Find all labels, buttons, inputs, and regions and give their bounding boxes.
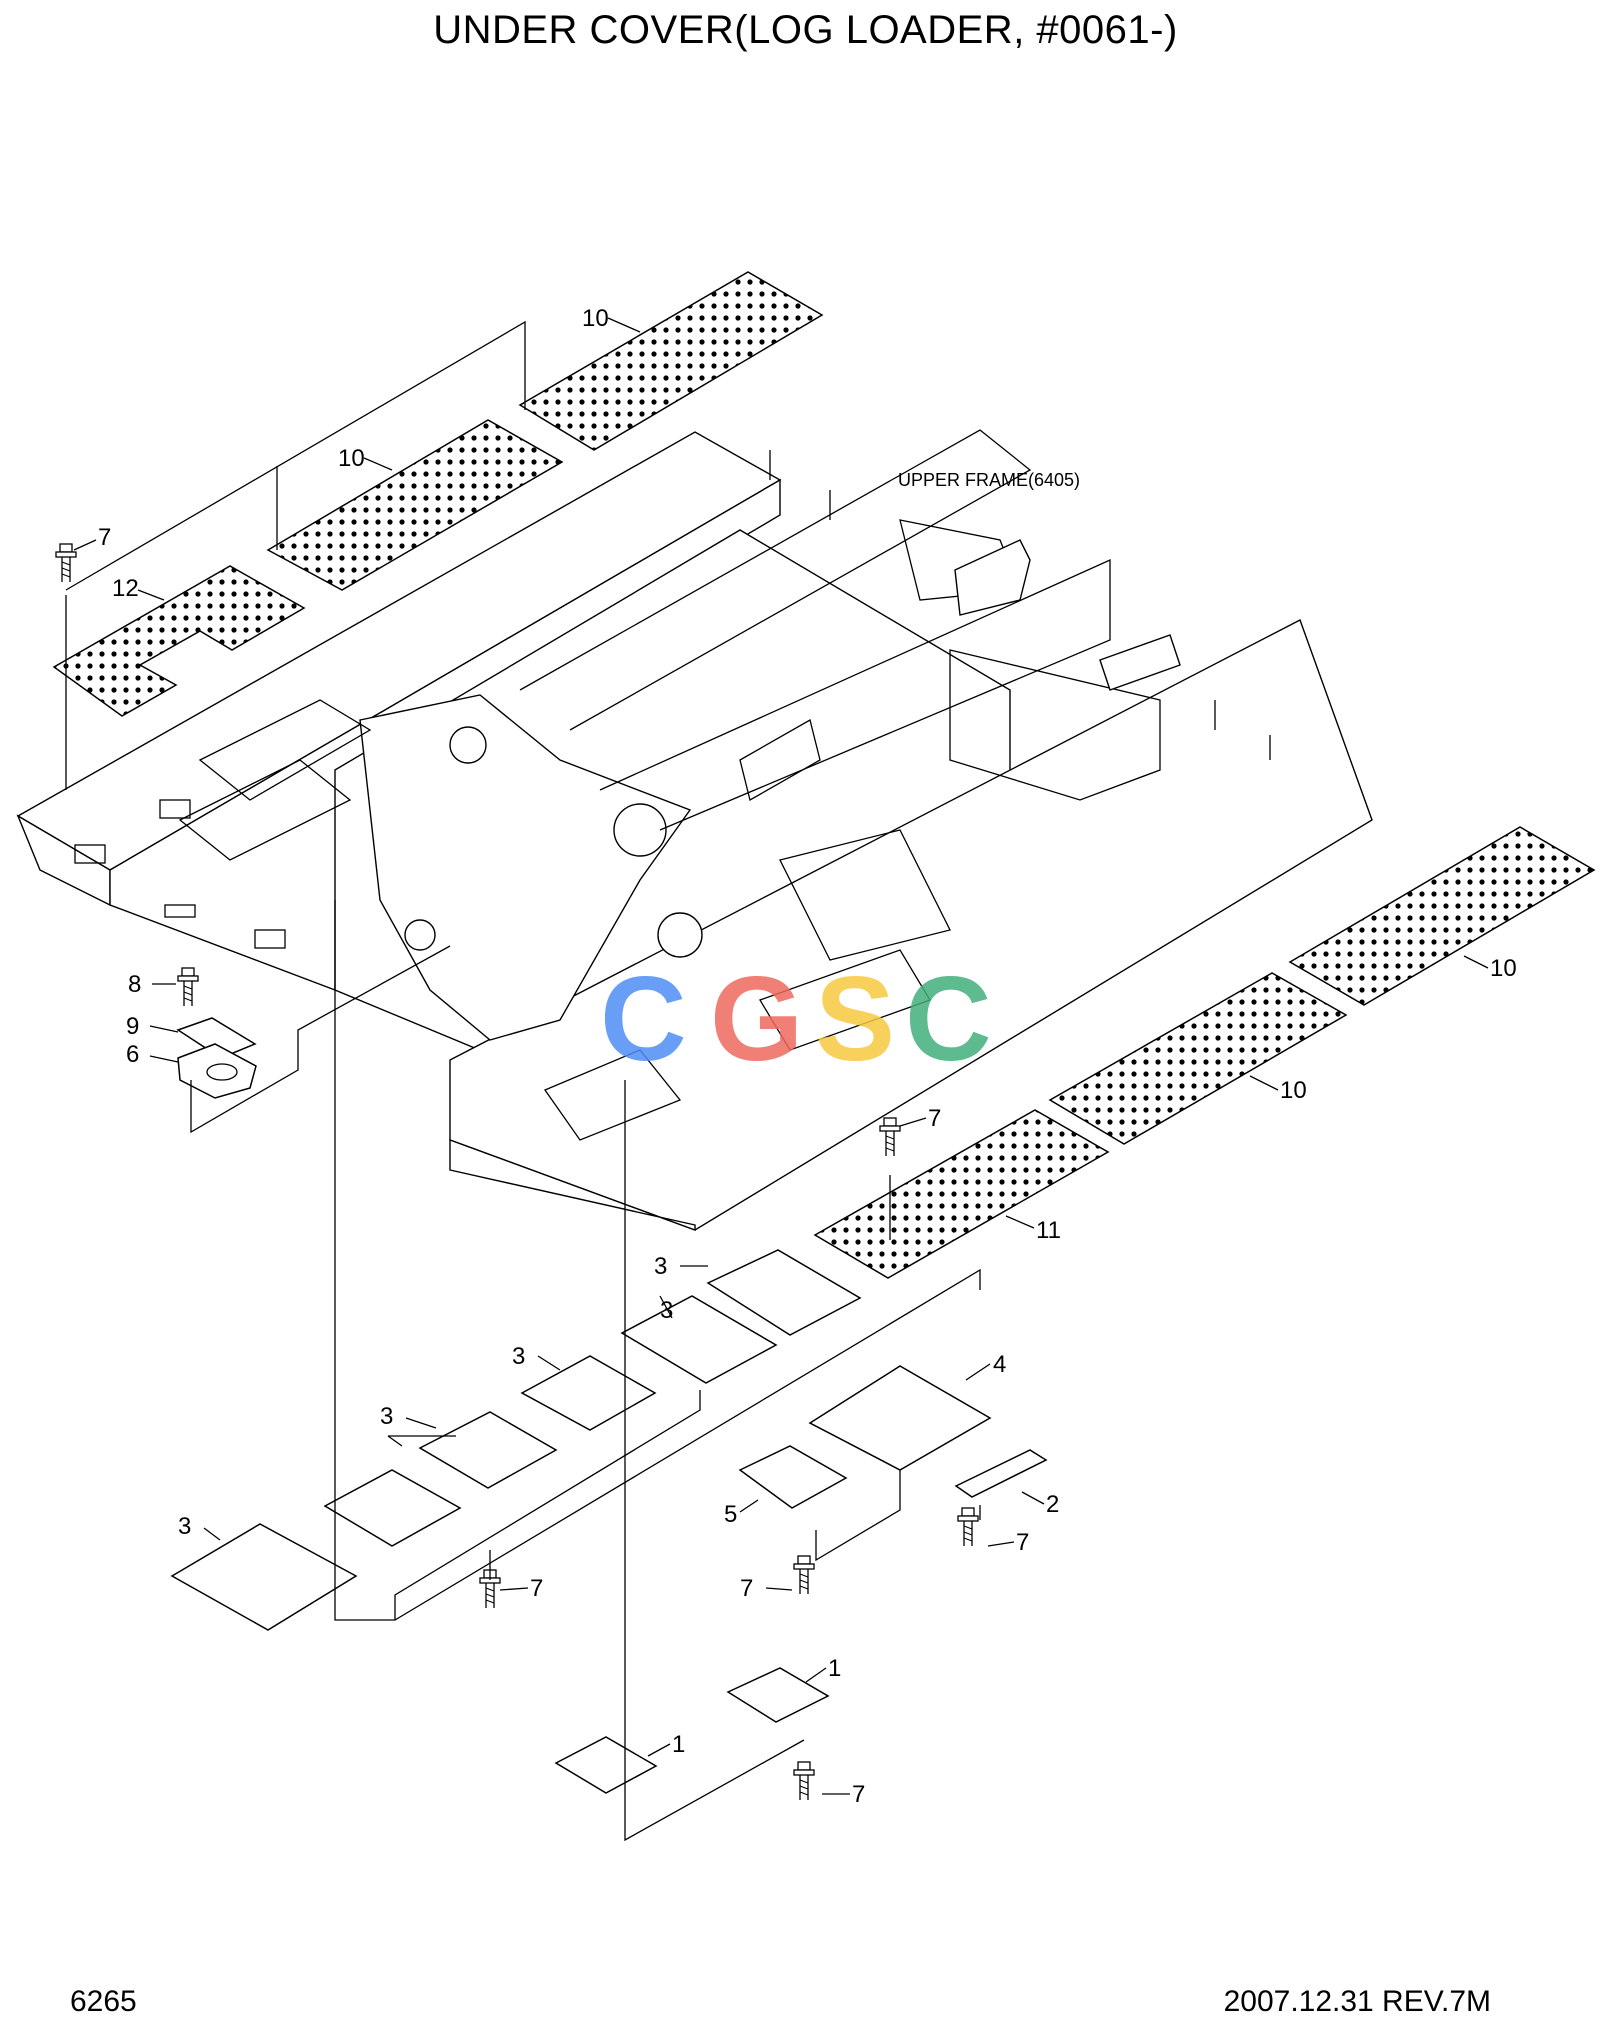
callout-10-right-lower: 10 bbox=[1280, 1077, 1307, 1104]
bolt-7-b bbox=[879, 1117, 901, 1157]
callout-2: 2 bbox=[1046, 1491, 1059, 1518]
callout-3-e: 3 bbox=[660, 1297, 673, 1324]
callout-1-a: 1 bbox=[828, 1655, 841, 1682]
callout-5: 5 bbox=[724, 1501, 737, 1528]
perforated-plate-10-top bbox=[518, 271, 824, 451]
cover-plate-3-f bbox=[170, 1523, 358, 1631]
bolt-7-f bbox=[793, 1761, 815, 1801]
revision-date: 2007.12.31 REV.7M bbox=[1223, 1985, 1491, 2018]
callout-8: 8 bbox=[128, 971, 141, 998]
page-number: 6265 bbox=[70, 1985, 137, 2018]
watermark-letter-c2: C bbox=[905, 952, 992, 1086]
page-title: UNDER COVER(LOG LOADER, #0061-) bbox=[433, 8, 1178, 52]
cover-plate-3-a bbox=[706, 1249, 862, 1336]
assembly-lines bbox=[65, 320, 981, 1842]
perforated-plate-10-right-lower bbox=[1048, 972, 1348, 1145]
callout-7-d: 7 bbox=[740, 1575, 753, 1602]
callout-10-right-upper: 10 bbox=[1490, 955, 1517, 982]
perforated-plate-12 bbox=[52, 565, 306, 717]
callout-leaders bbox=[73, 317, 1489, 1795]
bolt-7-a bbox=[55, 543, 77, 583]
callout-7-c: 7 bbox=[530, 1575, 543, 1602]
perforated-plate-11 bbox=[813, 1109, 1110, 1279]
cover-plate-2 bbox=[954, 1449, 1048, 1498]
callout-11: 11 bbox=[1036, 1217, 1061, 1244]
callout-10-top: 10 bbox=[582, 305, 609, 332]
callout-3-a: 3 bbox=[654, 1253, 667, 1280]
watermark-letter-g: G bbox=[710, 952, 803, 1086]
bolt-8 bbox=[177, 967, 199, 1007]
cover-plate-3-c bbox=[520, 1355, 657, 1431]
cover-plate-1-b bbox=[554, 1736, 658, 1794]
bolt-7-d bbox=[793, 1555, 815, 1595]
callout-7-f: 7 bbox=[852, 1781, 865, 1808]
callout-6: 6 bbox=[126, 1041, 139, 1068]
cover-plate-3-b bbox=[620, 1295, 778, 1384]
cover-plate-5 bbox=[738, 1445, 848, 1509]
callout-7-e: 7 bbox=[1016, 1529, 1029, 1556]
callout-1-b: 1 bbox=[672, 1731, 685, 1758]
upper-frame bbox=[16, 429, 1373, 1232]
watermark-letter-s: S bbox=[815, 952, 895, 1086]
callout-3-b: 3 bbox=[512, 1343, 525, 1370]
callout-12: 12 bbox=[112, 575, 139, 602]
watermark-letter-c1: C bbox=[600, 952, 687, 1086]
callout-3-c: 3 bbox=[380, 1403, 393, 1430]
callout-10-mid: 10 bbox=[338, 445, 365, 472]
perforated-plate-10-right-upper bbox=[1288, 826, 1596, 1006]
callout-9: 9 bbox=[126, 1013, 139, 1040]
callout-7-a: 7 bbox=[98, 524, 111, 551]
upper-frame-note: UPPER FRAME(6405) bbox=[898, 470, 1080, 490]
callout-3-d: 3 bbox=[178, 1513, 191, 1540]
cover-plate-4 bbox=[808, 1365, 992, 1471]
callout-7-b: 7 bbox=[928, 1105, 941, 1132]
plate-6 bbox=[177, 1043, 257, 1099]
perforated-plate-10-mid bbox=[266, 419, 564, 591]
cover-plate-3-e bbox=[323, 1469, 462, 1547]
callout-4: 4 bbox=[993, 1351, 1006, 1378]
cover-plate-3-d bbox=[418, 1411, 558, 1489]
watermark-logo: C G S C bbox=[600, 952, 992, 1086]
bolt-7-e bbox=[957, 1507, 979, 1547]
cover-plate-1-a bbox=[726, 1667, 830, 1723]
